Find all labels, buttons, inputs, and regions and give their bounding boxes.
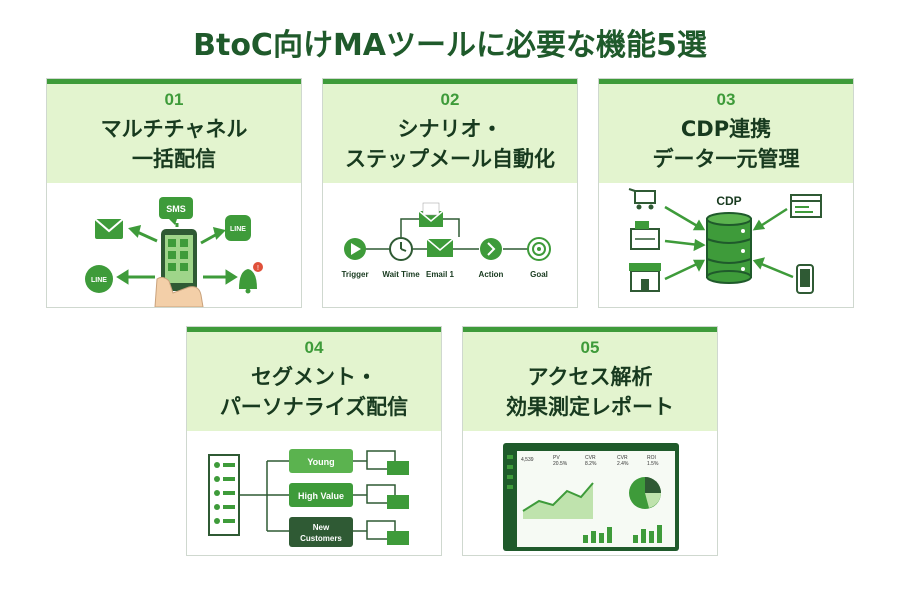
- step-label: Trigger: [341, 270, 368, 279]
- target-icon: [527, 237, 551, 261]
- svg-text:CVR: CVR: [585, 455, 596, 461]
- card-number: 02: [440, 90, 460, 109]
- svg-text:LINE: LINE: [230, 226, 246, 233]
- bell-icon: !: [239, 262, 263, 294]
- message-icon: [366, 450, 409, 545]
- feature-card-analytics: 05 アクセス解析 効果測定レポート 4,539 PV 20.5% CVR 8.…: [462, 326, 718, 556]
- card-header: 02 シナリオ・ ステップメール自動化: [323, 84, 577, 183]
- segment-illustration: Young High Value New Customers: [187, 431, 441, 555]
- card-number: 04: [304, 338, 324, 357]
- svg-text:PV: PV: [553, 455, 560, 461]
- arrow-right-icon: [480, 238, 502, 260]
- card-number: 05: [580, 338, 600, 357]
- page-title: BtoC向けMAツールに必要な機能5選: [193, 28, 707, 63]
- arrows: [116, 223, 238, 285]
- svg-text:4,539: 4,539: [521, 457, 534, 463]
- scenario-flow-illustration: Trigger Wait Time Email 1 Action Goal: [323, 183, 577, 307]
- store-icon: [629, 263, 661, 292]
- card-number: 01: [164, 90, 184, 109]
- card-header: 04 セグメント・ パーソナライズ配信: [187, 332, 441, 431]
- step-label: Wait Time: [382, 270, 420, 279]
- card-accent-bar: [323, 79, 577, 84]
- svg-text:CVR: CVR: [617, 455, 628, 461]
- card-title-line2: ステップメール自動化: [345, 147, 555, 171]
- database-icon: [706, 212, 752, 284]
- card-accent-bar: [463, 327, 717, 332]
- card-header: 05 アクセス解析 効果測定レポート: [463, 332, 717, 431]
- svg-text:New: New: [313, 523, 330, 532]
- segment-new-customers: [289, 517, 353, 547]
- svg-text:SMS: SMS: [166, 204, 186, 214]
- svg-text:ROI: ROI: [647, 455, 656, 461]
- card-title-line2: データ一元管理: [652, 147, 800, 171]
- dashboard-illustration: 4,539 PV 20.5% CVR 8.2% CVR 2.4% ROI 1.5…: [463, 431, 717, 555]
- smartphone-icon: [796, 264, 814, 294]
- multichannel-illustration: SMS LINE LINE !: [47, 183, 301, 307]
- card-accent-bar: [599, 79, 853, 84]
- card-header: 01 マルチチャネル 一括配信: [47, 84, 301, 183]
- envelope-icon: [418, 202, 444, 227]
- cdp-label: CDP: [716, 194, 741, 208]
- card-title-line1: CDP連携: [680, 117, 772, 141]
- line-icon: LINE: [225, 215, 251, 241]
- svg-text:!: !: [257, 265, 259, 272]
- card-title-line1: シナリオ・: [397, 117, 503, 141]
- step-label: Action: [479, 270, 504, 279]
- svg-text:High Value: High Value: [298, 491, 344, 501]
- svg-text:1.5%: 1.5%: [647, 461, 659, 467]
- cdp-illustration: CDP: [599, 183, 853, 307]
- feature-card-segment: 04 セグメント・ パーソナライズ配信 Yo: [186, 326, 442, 556]
- card-title-line1: セグメント・: [251, 365, 377, 389]
- customer-list-icon: [208, 454, 240, 536]
- card-accent-bar: [47, 79, 301, 84]
- smartphone-icon: [154, 229, 204, 307]
- svg-text:8.2%: 8.2%: [585, 461, 597, 467]
- step-label: Email 1: [426, 270, 455, 279]
- browser-icon: [790, 194, 822, 218]
- feature-card-cdp: 03 CDP連携 データ一元管理 CDP: [598, 78, 854, 308]
- segment-high-value: [289, 483, 353, 507]
- feature-card-scenario: 02 シナリオ・ ステップメール自動化: [322, 78, 578, 308]
- card-title-line2: 一括配信: [132, 147, 216, 171]
- svg-text:LINE: LINE: [91, 277, 107, 284]
- svg-text:Customers: Customers: [300, 534, 342, 543]
- card-header: 03 CDP連携 データ一元管理: [599, 84, 853, 183]
- clock-icon: [389, 237, 413, 261]
- card-accent-bar: [187, 327, 441, 332]
- card-title-line1: マルチチャネル: [100, 117, 248, 141]
- envelope-icon: [426, 238, 454, 257]
- step-label: Goal: [530, 270, 548, 279]
- segment-young: [289, 449, 353, 473]
- card-title-line2: 効果測定レポート: [506, 395, 674, 419]
- sms-icon: SMS: [159, 197, 193, 225]
- envelope-icon: [94, 218, 124, 239]
- card-title-line1: アクセス解析: [527, 365, 653, 389]
- feature-card-multichannel: 01 マルチチャネル 一括配信 SMS LINE LINE: [46, 78, 302, 308]
- line-icon: LINE: [85, 265, 113, 293]
- cart-icon: [628, 188, 656, 210]
- svg-text:2.4%: 2.4%: [617, 461, 629, 467]
- register-icon: [630, 221, 660, 250]
- card-number: 03: [716, 90, 736, 109]
- card-title-line2: パーソナライズ配信: [219, 395, 409, 419]
- svg-text:20.5%: 20.5%: [553, 461, 568, 467]
- svg-text:Young: Young: [307, 457, 334, 467]
